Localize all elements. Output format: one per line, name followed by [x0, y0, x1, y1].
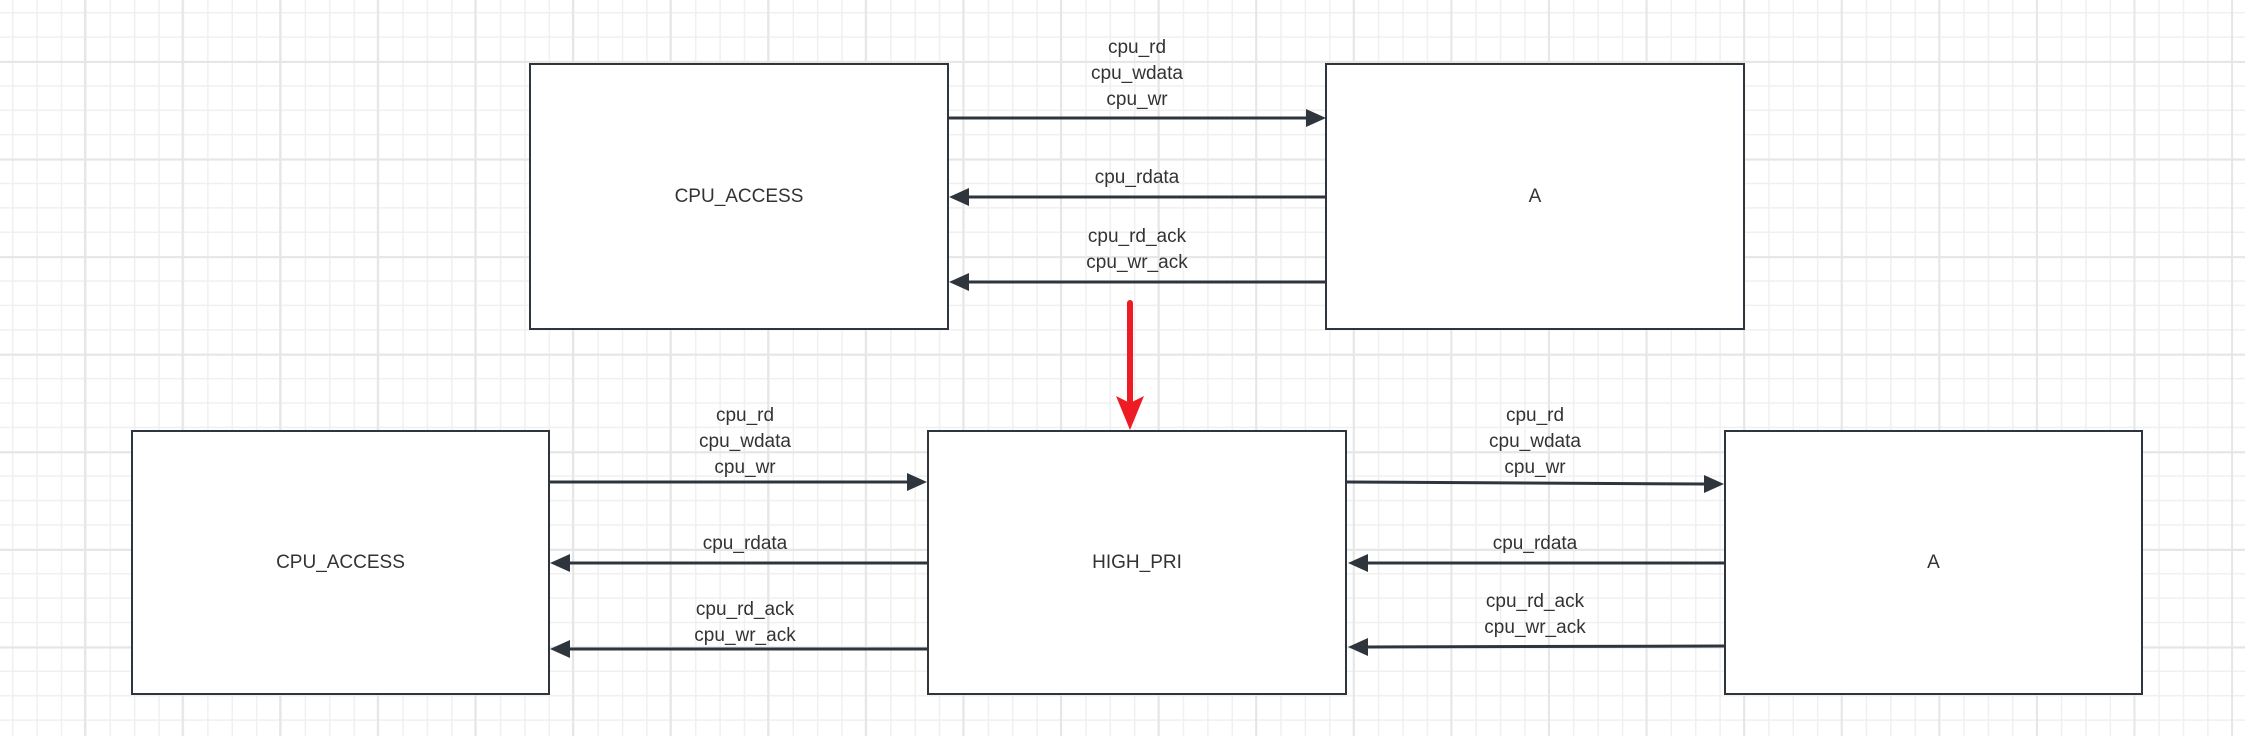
signal-label: cpu_rd: [1505, 405, 1565, 426]
after-right-ack-label: cpu_rd_ack cpu_wr_ack: [1484, 589, 1585, 641]
before-target-a-block[interactable]: A: [1325, 63, 1745, 330]
block-label: A: [1528, 185, 1542, 207]
before-ack-label: cpu_rd_ack cpu_wr_ack: [1086, 224, 1187, 276]
after-right-read-data-arrow[interactable]: [1348, 554, 1725, 572]
signal-label: cpu_rd_ack: [1485, 591, 1585, 612]
before-ack-arrow[interactable]: [949, 273, 1326, 291]
after-left-request-label: cpu_rd cpu_wdata cpu_wr: [699, 403, 791, 481]
before-read-data-label: cpu_rdata: [1095, 165, 1180, 191]
transition-arrow: [1116, 300, 1144, 430]
signal-label: cpu_rdata: [1492, 533, 1578, 554]
block-label: HIGH_PRI: [1092, 551, 1182, 573]
after-left-request-arrow[interactable]: [549, 473, 927, 491]
after-left-read-data-label: cpu_rdata: [703, 531, 788, 557]
block-label: CPU_ACCESS: [276, 551, 405, 573]
signal-label: cpu_rd_ack: [1087, 226, 1187, 247]
signal-label: cpu_wdata: [699, 431, 791, 452]
after-high-pri-block[interactable]: HIGH_PRI: [927, 430, 1347, 695]
signal-label: cpu_wdata: [1091, 63, 1183, 84]
after-left-ack-label: cpu_rd_ack cpu_wr_ack: [694, 597, 795, 649]
after-target-a-block[interactable]: A: [1724, 430, 2143, 695]
after-right-request-label: cpu_rd cpu_wdata cpu_wr: [1489, 403, 1581, 481]
signal-label: cpu_rd: [1107, 37, 1167, 58]
signal-label: cpu_rdata: [1094, 167, 1180, 188]
signal-label: cpu_rd: [715, 405, 775, 426]
signal-label: cpu_rd_ack: [695, 599, 795, 620]
after-right-request-arrow[interactable]: [1346, 475, 1724, 493]
signal-label: cpu_wr_ack: [1484, 617, 1586, 638]
before-request-arrow[interactable]: [948, 109, 1326, 127]
after-right-read-data-label: cpu_rdata: [1493, 531, 1578, 557]
before-cpu-access-block[interactable]: CPU_ACCESS: [529, 63, 949, 330]
before-read-data-arrow[interactable]: [949, 188, 1326, 206]
signal-label: cpu_wr_ack: [1086, 252, 1188, 273]
signal-label: cpu_rdata: [702, 533, 788, 554]
signal-label: cpu_wr: [1504, 457, 1566, 478]
block-label: CPU_ACCESS: [674, 185, 804, 207]
signal-label: cpu_wr: [1106, 89, 1168, 110]
after-left-ack-arrow[interactable]: [550, 640, 927, 658]
block-label: A: [1927, 551, 1940, 573]
signal-label: cpu_wdata: [1489, 431, 1581, 452]
before-request-label: cpu_rd cpu_wdata cpu_wr: [1091, 35, 1183, 113]
signal-label: cpu_wr: [714, 457, 776, 478]
signal-label: cpu_wr_ack: [694, 625, 796, 646]
after-left-read-data-arrow[interactable]: [550, 554, 927, 572]
after-right-ack-arrow[interactable]: [1348, 638, 1726, 656]
after-cpu-access-block[interactable]: CPU_ACCESS: [131, 430, 550, 695]
